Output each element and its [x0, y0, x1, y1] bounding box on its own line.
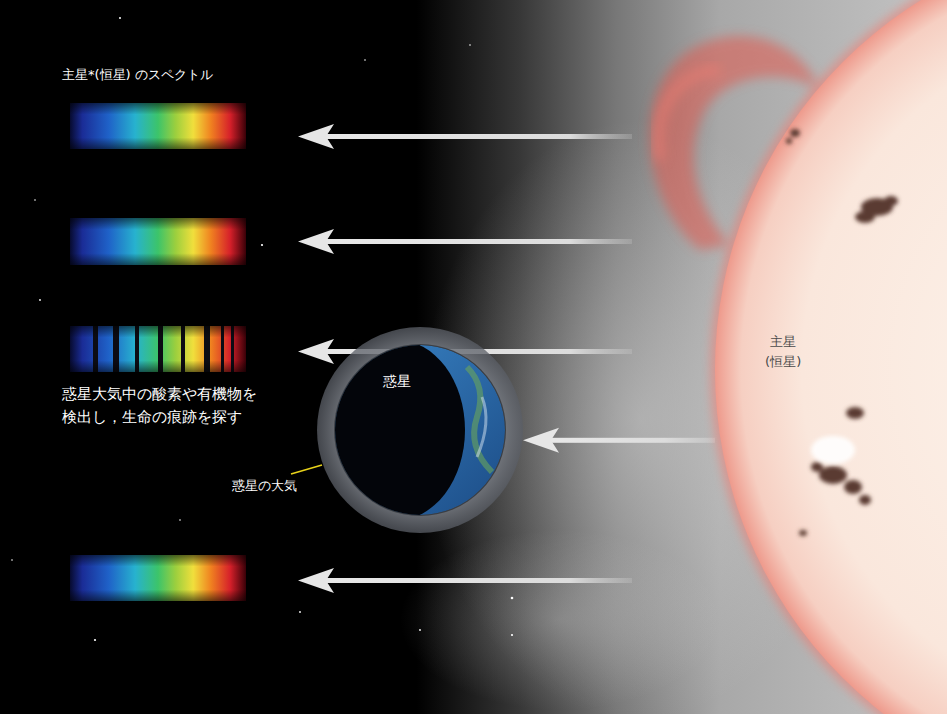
detection-note: 惑星大気中の酸素や有機物を 検出し，生命の痕跡を探す — [62, 383, 266, 430]
planet-circle: 惑星 — [317, 327, 523, 533]
light-arrows — [298, 124, 632, 593]
star-circle: 主星 (恒星) — [715, 0, 947, 714]
planet-name: 惑星 — [383, 371, 411, 392]
star-circle-shape — [715, 0, 947, 714]
atmosphere-label: 惑星の大気 — [232, 476, 297, 496]
spectrum-title: 主星*(恒星) のスペクトル — [62, 65, 213, 85]
spectrum-bars — [70, 103, 246, 601]
light-arrow — [523, 428, 715, 453]
leader-line — [291, 465, 322, 474]
planet-circle-shape — [317, 327, 523, 533]
star-name: 主星 (恒星) — [763, 332, 803, 371]
